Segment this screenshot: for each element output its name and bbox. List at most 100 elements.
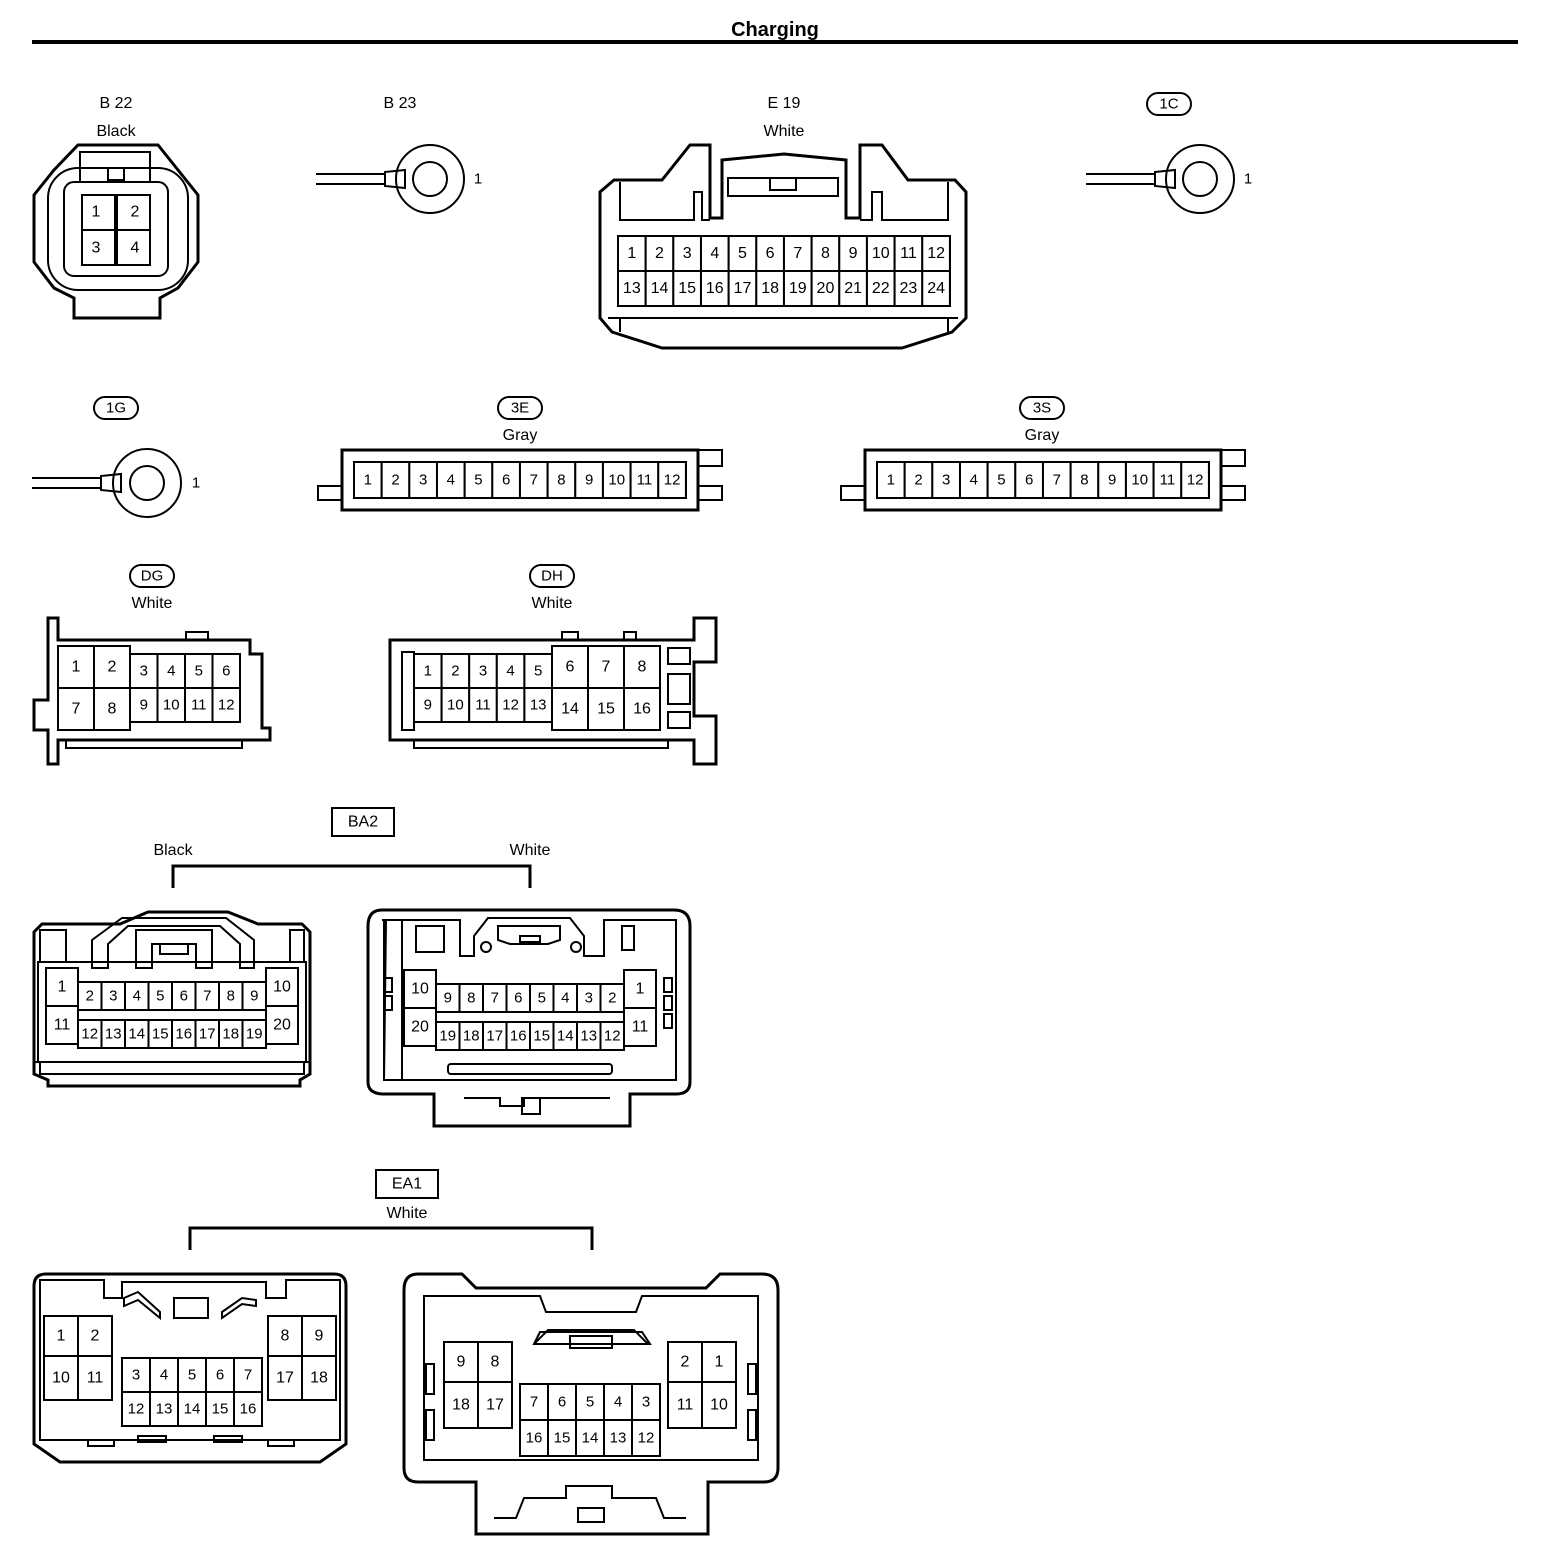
ea1-right-cell [701, 1381, 737, 1429]
ba2-right-pin: 20 [411, 1019, 429, 1036]
dg-pin: 1 [72, 659, 81, 676]
ba2-right-pin: 8 [467, 990, 475, 1007]
ea1-right-cell [519, 1383, 549, 1421]
ba2-left-pin: 12 [81, 1026, 98, 1043]
ea1-right-pin: 13 [610, 1430, 627, 1447]
ea1-left-pin: 9 [315, 1328, 324, 1345]
ea1-right-pin: 6 [558, 1394, 566, 1411]
3e-cell [353, 461, 383, 499]
ea1-right-pin: 1 [715, 1354, 724, 1371]
ea1-right-pin: 10 [710, 1397, 728, 1414]
ea1-right-pin: 14 [582, 1430, 599, 1447]
ea1-left-pin: 18 [310, 1370, 328, 1387]
e19-pin: 11 [900, 245, 917, 262]
3e-pin: 1 [364, 472, 372, 489]
ba2-right-pin: 3 [585, 990, 593, 1007]
ea1-left-pin: 4 [160, 1367, 168, 1384]
3e-pin: 7 [530, 472, 538, 489]
ba2-left-cell [45, 1005, 79, 1045]
ba2-right-pin: 7 [491, 990, 499, 1007]
ea1-right-cell [701, 1341, 737, 1383]
connector-b23: B 23 1 [316, 95, 482, 214]
ea1-left-pin: 3 [132, 1367, 140, 1384]
e19-cell [672, 235, 702, 272]
b23-pin: 1 [474, 171, 482, 188]
1g-code: 1G [106, 400, 126, 417]
e19-pin: 8 [821, 245, 830, 262]
e19-pin: 18 [761, 280, 779, 297]
ba2-left-pin: 6 [180, 988, 188, 1005]
ba2-left-pin: 8 [227, 988, 235, 1005]
3s-code: 3S [1033, 400, 1051, 417]
e19-cell [672, 270, 702, 307]
3e-color: Gray [503, 427, 538, 444]
dh-pin: 2 [451, 663, 459, 680]
ea1-left-cell [149, 1357, 179, 1393]
e19-pin: 14 [651, 280, 669, 297]
3e-pin: 11 [637, 472, 653, 489]
ba2-left-pin: 2 [86, 988, 94, 1005]
dh-pin: 3 [479, 663, 487, 680]
e19-pin: 4 [710, 245, 719, 262]
3e-pin: 3 [419, 472, 427, 489]
ea1-right-pin: 2 [681, 1354, 690, 1371]
dg-cell [129, 687, 159, 723]
ba2-left-pin: 13 [105, 1026, 122, 1043]
dg-cell [93, 687, 131, 731]
dh-pin: 15 [597, 701, 615, 718]
dh-cell [413, 653, 443, 689]
dh-pin: 13 [530, 697, 547, 714]
b22-code: B 22 [100, 95, 133, 112]
dg-color: White [132, 595, 173, 612]
b22-pin: 3 [92, 240, 101, 257]
ea1-left-pin: 7 [244, 1367, 252, 1384]
dg-cell [211, 687, 241, 723]
ba2-right-pin: 5 [538, 990, 546, 1007]
3s-cell [986, 461, 1017, 499]
ba2-left-cell [241, 1019, 267, 1049]
ea1-right-cell [477, 1381, 513, 1429]
ba2-right-pin: 6 [514, 990, 522, 1007]
ba2-left-cell [265, 1005, 299, 1045]
dh-pin: 9 [424, 697, 432, 714]
e19-pin: 23 [900, 280, 918, 297]
dh-cell [495, 653, 526, 689]
ea1-right-cell [603, 1419, 633, 1457]
ea1-right-pin: 12 [638, 1430, 655, 1447]
dg-pin: 3 [140, 663, 148, 680]
3s-pin: 7 [1053, 472, 1061, 489]
e19-code: E 19 [768, 95, 801, 112]
3s-pin: 5 [997, 472, 1005, 489]
ea1-right-cell [631, 1419, 661, 1457]
dh-cell [623, 645, 661, 689]
dg-pin: 5 [195, 663, 203, 680]
dg-pin: 12 [218, 697, 235, 714]
1c-code: 1C [1159, 96, 1178, 113]
ea1-left-cell [233, 1391, 263, 1427]
dg-cell [57, 687, 95, 731]
dh-pin: 10 [447, 697, 464, 714]
ba2-right-pin: 9 [444, 990, 452, 1007]
3e-pin: 5 [474, 472, 482, 489]
e19-pin: 6 [766, 245, 775, 262]
ba2-left-pin: 19 [246, 1026, 263, 1043]
e19-pin: 21 [844, 280, 862, 297]
e19-color: White [764, 123, 805, 140]
ba2-left-pin: 4 [133, 988, 141, 1005]
ba2-right-pin: 18 [463, 1028, 480, 1045]
ea1-right-pin: 17 [486, 1397, 504, 1414]
3s-pin: 4 [970, 472, 978, 489]
3s-color: Gray [1025, 427, 1060, 444]
dg-pin: 9 [140, 697, 148, 714]
ba2-right-pin: 12 [604, 1028, 621, 1045]
e19-pin: 10 [872, 245, 890, 262]
ba2-right-pin: 10 [411, 981, 429, 998]
e19-pin: 1 [627, 245, 636, 262]
ba2-left-pin: 7 [203, 988, 211, 1005]
e19-pin: 19 [789, 280, 807, 297]
e19-pin: 22 [872, 280, 890, 297]
ea1-left-pin: 8 [281, 1328, 290, 1345]
dg-cell [57, 645, 95, 689]
dg-pin: 2 [108, 659, 117, 676]
